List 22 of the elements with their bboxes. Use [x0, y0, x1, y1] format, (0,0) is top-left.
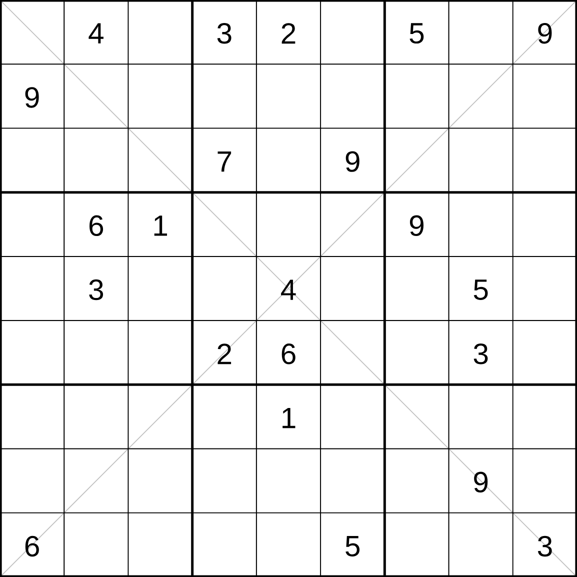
given-digit: 5 [474, 280, 488, 300]
given-digit: 2 [218, 344, 232, 364]
given-digit: 4 [281, 280, 296, 300]
given-digit: 2 [282, 23, 296, 44]
given-digit: 9 [25, 87, 39, 108]
given-digit: 7 [218, 152, 232, 172]
given-digit: 6 [25, 536, 39, 557]
given-digit: 3 [474, 344, 488, 364]
given-digit: 1 [282, 408, 296, 428]
given-digit: 9 [538, 22, 552, 44]
given-digit: 9 [474, 472, 488, 492]
given-digit: 9 [346, 151, 360, 172]
given-digit: 6 [90, 215, 104, 236]
given-digit: 3 [538, 536, 552, 557]
given-digit: 1 [154, 216, 167, 236]
given-digit: 6 [282, 344, 296, 364]
given-digit: 3 [217, 22, 232, 44]
given-digit: 3 [89, 279, 104, 300]
given-digit: 4 [88, 23, 104, 44]
given-digit: 5 [410, 23, 424, 44]
given-digit: 5 [346, 536, 360, 556]
given-digit: 9 [410, 215, 424, 236]
